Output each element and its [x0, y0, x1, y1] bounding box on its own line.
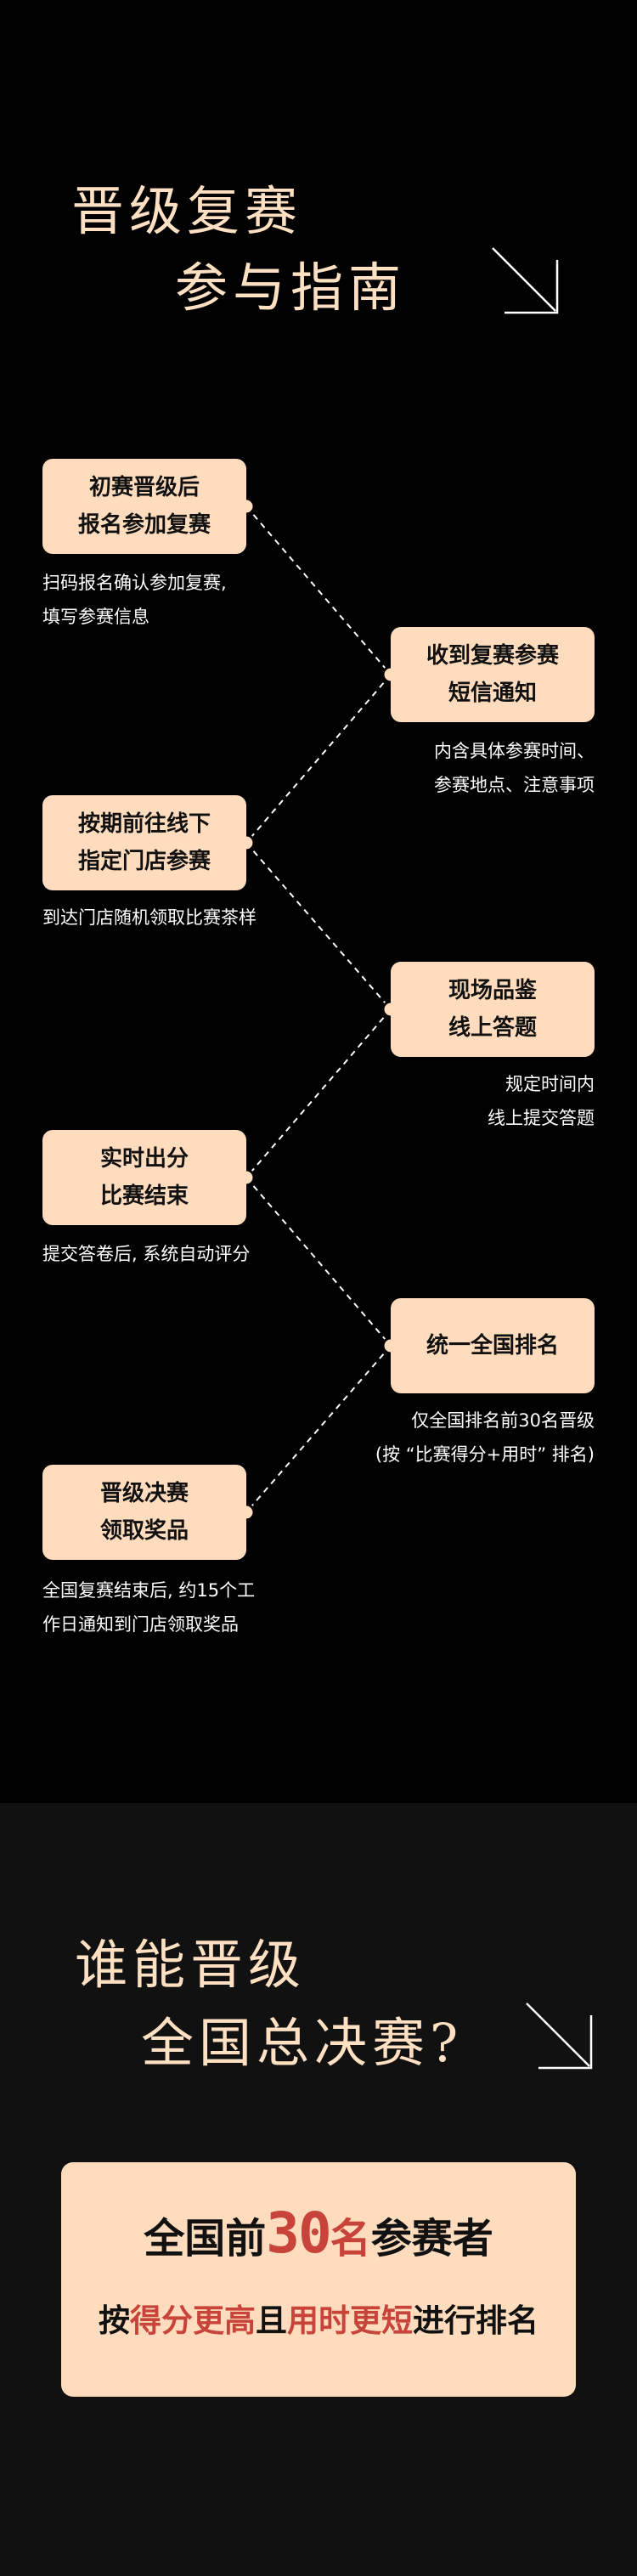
step-5-box: 实时出分 比赛结束 [42, 1130, 246, 1225]
step-5-desc-line1: 提交答卷后, 系统自动评分 [42, 1244, 251, 1264]
step-3-desc-line1: 到达门店随机领取比赛茶样 [42, 907, 256, 928]
step-7-label-line1: 晋级决赛 [99, 1481, 189, 1506]
step-4-box: 现场品鉴 线上答题 [391, 962, 595, 1057]
guide-title-line2: 参与指南 [175, 257, 407, 319]
step-1-box: 初赛晋级后 报名参加复赛 [42, 459, 246, 554]
step-7-desc: 全国复赛结束后, 约15个工 作日通知到门店领取奖品 [42, 1573, 255, 1641]
step-5-label-line2: 比赛结束 [99, 1183, 189, 1209]
callout-subline-part3: 且 [256, 2302, 287, 2339]
step-2-label-line1: 收到复赛参赛 [426, 643, 559, 669]
step-3-desc: 到达门店随机领取比赛茶样 [42, 901, 256, 935]
callout-subline-part5: 进行排名 [413, 2302, 538, 2339]
callout-subline-part4: 用时更短 [287, 2302, 413, 2339]
guide-section: 晋级复赛 参与指南 初赛晋级后 报名参加复赛 扫码报名确认参加复赛, [42, 180, 595, 1641]
step-2-desc-line1: 内含具体参赛时间、 [434, 741, 595, 761]
step-6-desc-line2: (按 “比赛得分+用时” 排名) [375, 1444, 595, 1465]
qualify-title-line1: 谁能晋级 [75, 1934, 307, 1996]
step-6-desc: 仅全国排名前30名晋级 (按 “比赛得分+用时” 排名) [375, 1404, 595, 1472]
qualify-title-line2: 全国总决赛? [141, 2012, 464, 2074]
step-5-label-line1: 实时出分 [99, 1146, 189, 1172]
step-4-desc-line1: 规定时间内 [505, 1074, 595, 1094]
guide-title-line1: 晋级复赛 [71, 180, 303, 242]
step-3-box: 按期前往线下 指定门店参赛 [42, 795, 246, 890]
step-6-label-line1: 统一全国排名 [426, 1333, 559, 1359]
step-7-label-line2: 领取奖品 [99, 1518, 189, 1544]
step-1-desc: 扫码报名确认参加复赛, 填写参赛信息 [42, 566, 227, 634]
step-1-desc-line1: 扫码报名确认参加复赛, [42, 573, 227, 593]
step-1-label-line2: 报名参加复赛 [77, 512, 211, 538]
step-4-label-line2: 线上答题 [448, 1015, 537, 1041]
arrow-down-right-icon [492, 247, 559, 314]
callout-headline-prefix: 全国前 [144, 2215, 267, 2262]
callout-headline-suffix: 参赛者 [370, 2215, 493, 2262]
step-2-desc-line2: 参赛地点、注意事项 [434, 775, 595, 795]
step-4-label-line1: 现场品鉴 [448, 978, 537, 1003]
arrow-down-right-icon [526, 2003, 593, 2070]
step-3-label-line1: 按期前往线下 [77, 811, 211, 837]
step-7-desc-line2: 作日通知到门店领取奖品 [42, 1614, 239, 1635]
step-6-desc-line1: 仅全国排名前30名晋级 [411, 1410, 595, 1431]
qualification-callout: 全国前30名参赛者 按得分更高且用时更短进行排名 [61, 2162, 576, 2397]
step-2-desc: 内含具体参赛时间、 参赛地点、注意事项 [434, 734, 595, 802]
step-7-desc-line1: 全国复赛结束后, 约15个工 [42, 1580, 256, 1601]
step-6-box: 统一全国排名 [391, 1298, 595, 1393]
step-2-box: 收到复赛参赛 短信通知 [391, 627, 595, 722]
step-2-label-line2: 短信通知 [448, 681, 537, 706]
step-4-desc-line2: 线上提交答题 [488, 1108, 595, 1128]
step-4-desc: 规定时间内 线上提交答题 [488, 1067, 595, 1135]
step-1-label-line1: 初赛晋级后 [88, 475, 200, 500]
callout-headline: 全国前30名参赛者 [61, 2206, 576, 2266]
step-3-label-line2: 指定门店参赛 [77, 849, 211, 874]
callout-headline-number: 30 [266, 2200, 331, 2266]
step-5-desc: 提交答卷后, 系统自动评分 [42, 1237, 250, 1271]
callout-subline-part1: 按 [99, 2302, 130, 2339]
step-7-box: 晋级决赛 领取奖品 [42, 1465, 246, 1560]
step-1-desc-line2: 填写参赛信息 [42, 607, 149, 627]
callout-subline: 按得分更高且用时更短进行排名 [61, 2300, 576, 2342]
callout-subline-part2: 得分更高 [130, 2302, 256, 2339]
callout-headline-unit: 名 [330, 2215, 371, 2262]
